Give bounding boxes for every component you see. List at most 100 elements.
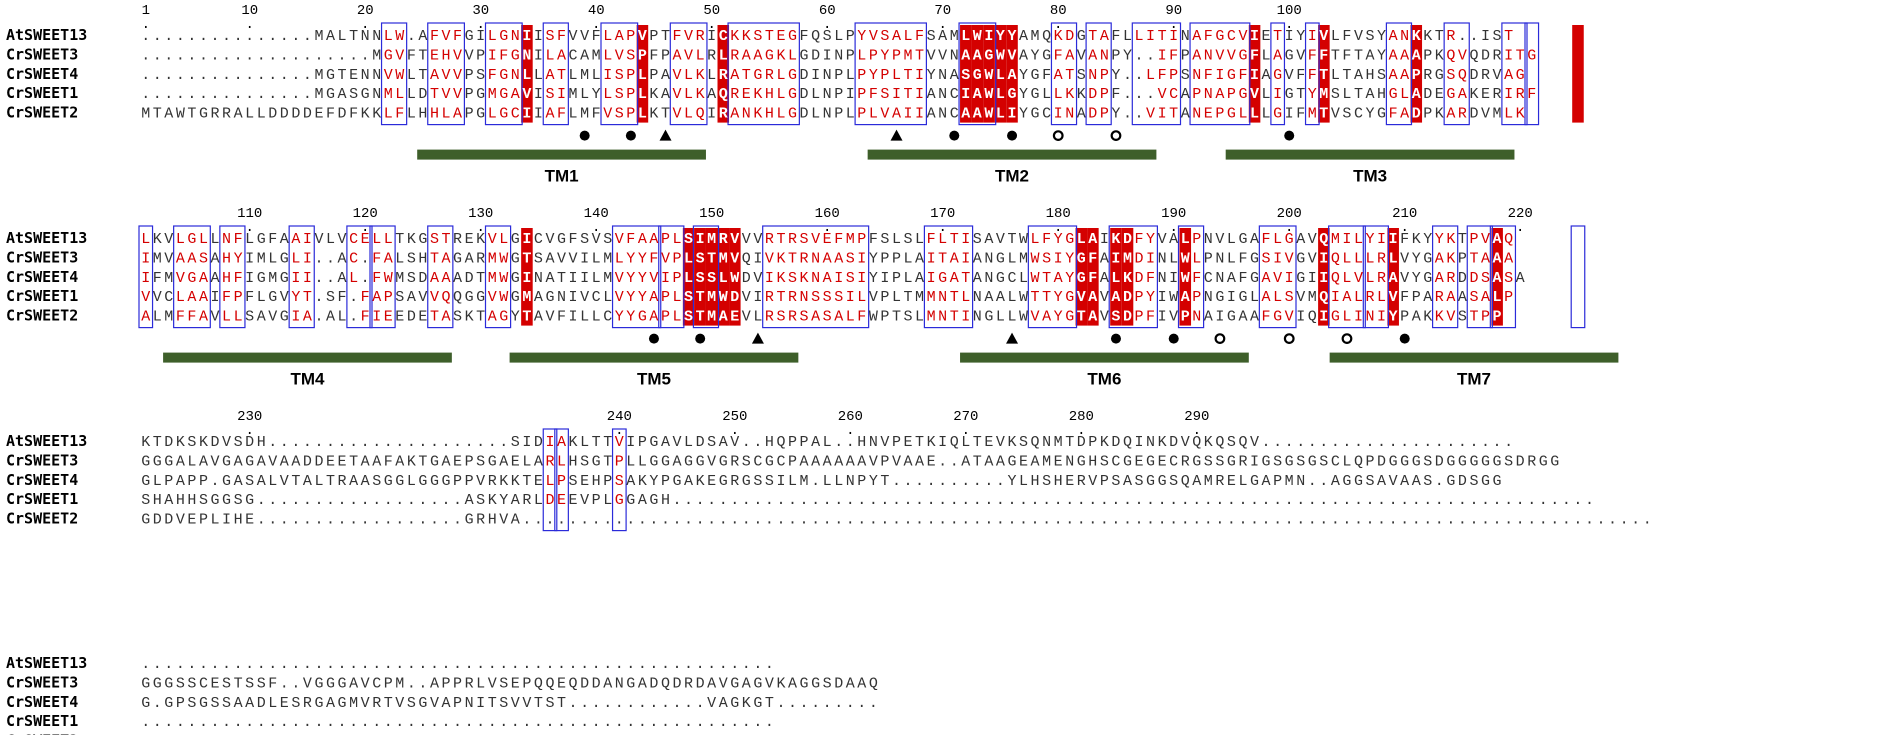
- sequence-name: CrSWEET4: [6, 471, 78, 489]
- conserved-dot-marker: [1284, 130, 1295, 141]
- similarity-frame: [369, 225, 396, 329]
- sequence-name: CrSWEET3: [6, 45, 78, 63]
- conserved-dot-marker: [1168, 333, 1179, 344]
- tm-helix-label: TM6: [1087, 370, 1121, 389]
- position-tick: .: [1285, 17, 1293, 33]
- sequence-name: CrSWEET4: [6, 268, 78, 286]
- open-circle-marker: [1283, 333, 1295, 345]
- position-number: 80: [1050, 3, 1067, 19]
- conserved-dot-marker: [695, 333, 706, 344]
- similarity-frame: [1328, 225, 1366, 329]
- tm-helix-bar: [417, 149, 706, 160]
- similarity-frame: [1258, 225, 1297, 329]
- position-tick: .: [1054, 17, 1062, 33]
- similarity-frame: [380, 22, 408, 126]
- position-number: 270: [953, 409, 978, 425]
- similarity-frame: [1131, 22, 1182, 126]
- conserved-dot-marker: [625, 130, 636, 141]
- identical-column: [694, 228, 706, 326]
- similarity-frame: [554, 428, 569, 532]
- position-tick: .: [708, 17, 716, 33]
- open-circle-marker: [1052, 130, 1064, 142]
- sequence-name: CrSWEET3: [6, 248, 78, 266]
- triangle-marker: [1006, 332, 1019, 344]
- similarity-frame: [484, 22, 523, 126]
- position-number: 230: [237, 409, 262, 425]
- tm-helix-bar: [867, 149, 1157, 160]
- position-tick: .: [1285, 220, 1293, 236]
- similarity-frame: [1108, 225, 1158, 329]
- conserved-dot-marker: [648, 333, 659, 344]
- position-number: 60: [819, 3, 836, 19]
- tm-helix-bar: [509, 352, 799, 363]
- position-number: 40: [588, 3, 605, 19]
- sequence-name: AtSWEET13: [6, 654, 87, 672]
- tm-helix-bar: [960, 352, 1249, 363]
- position-tick: .: [142, 17, 150, 33]
- tm-helix-label: TM1: [545, 167, 579, 186]
- position-number: 10: [241, 3, 258, 19]
- position-tick: .: [615, 423, 623, 439]
- similarity-frame: [542, 428, 558, 532]
- identical-column: [1075, 228, 1088, 326]
- similarity-frame: [346, 225, 373, 329]
- similarity-frame: [727, 22, 800, 126]
- conserved-dot-marker: [1007, 130, 1018, 141]
- similarity-frame: [1385, 22, 1413, 126]
- similarity-frame: [923, 225, 974, 329]
- conserved-dot-marker: [1399, 333, 1410, 344]
- position-number: 260: [838, 409, 863, 425]
- identical-column: [717, 228, 730, 326]
- sequence-name: CrSWEET1: [6, 287, 78, 305]
- identical-column: [1110, 228, 1122, 326]
- identical-column: [1006, 25, 1018, 123]
- position-number: 240: [607, 409, 632, 425]
- position-tick: .: [246, 423, 254, 439]
- position-tick: .: [1077, 423, 1085, 439]
- position-tick: .: [1193, 423, 1201, 439]
- identical-column: [1410, 25, 1423, 123]
- identical-column: [729, 228, 741, 326]
- tm-helix-bar: [1329, 352, 1619, 363]
- tm-helix-bar: [1225, 149, 1515, 160]
- sequence-name: CrSWEET2: [6, 732, 78, 735]
- similarity-frame: [484, 225, 512, 329]
- similarity-frame: [1304, 22, 1320, 126]
- position-number: 100: [1277, 3, 1302, 19]
- tm-helix-bar: [163, 352, 452, 363]
- similarity-frame: [138, 225, 154, 329]
- similarity-frame: [173, 225, 211, 329]
- identical-column: [1087, 228, 1099, 326]
- open-circle-marker: [1214, 333, 1226, 345]
- sequence-name: CrSWEET2: [6, 510, 78, 528]
- similarity-frame: [542, 22, 569, 126]
- identical-column: [983, 25, 995, 123]
- similarity-frame: [1085, 22, 1112, 126]
- position-tick: .: [246, 220, 254, 236]
- position-tick: .: [962, 423, 970, 439]
- position-number: 120: [353, 206, 378, 222]
- similarity-frame: [762, 225, 870, 329]
- similarity-frame: [669, 22, 708, 126]
- identical-column: [994, 25, 1007, 123]
- open-circle-marker: [1341, 333, 1353, 345]
- sequence-name: CrSWEET1: [6, 490, 78, 508]
- identical-column: [636, 25, 649, 123]
- tm-helix-label: TM5: [637, 370, 671, 389]
- position-number: 290: [1184, 409, 1209, 425]
- identical-column: [682, 228, 695, 326]
- similarity-frame: [427, 225, 454, 329]
- sequence-name: AtSWEET13: [6, 26, 87, 44]
- position-number: 20: [357, 3, 374, 19]
- sequence-name: CrSWEET4: [6, 693, 78, 711]
- identical-column: [1491, 228, 1503, 326]
